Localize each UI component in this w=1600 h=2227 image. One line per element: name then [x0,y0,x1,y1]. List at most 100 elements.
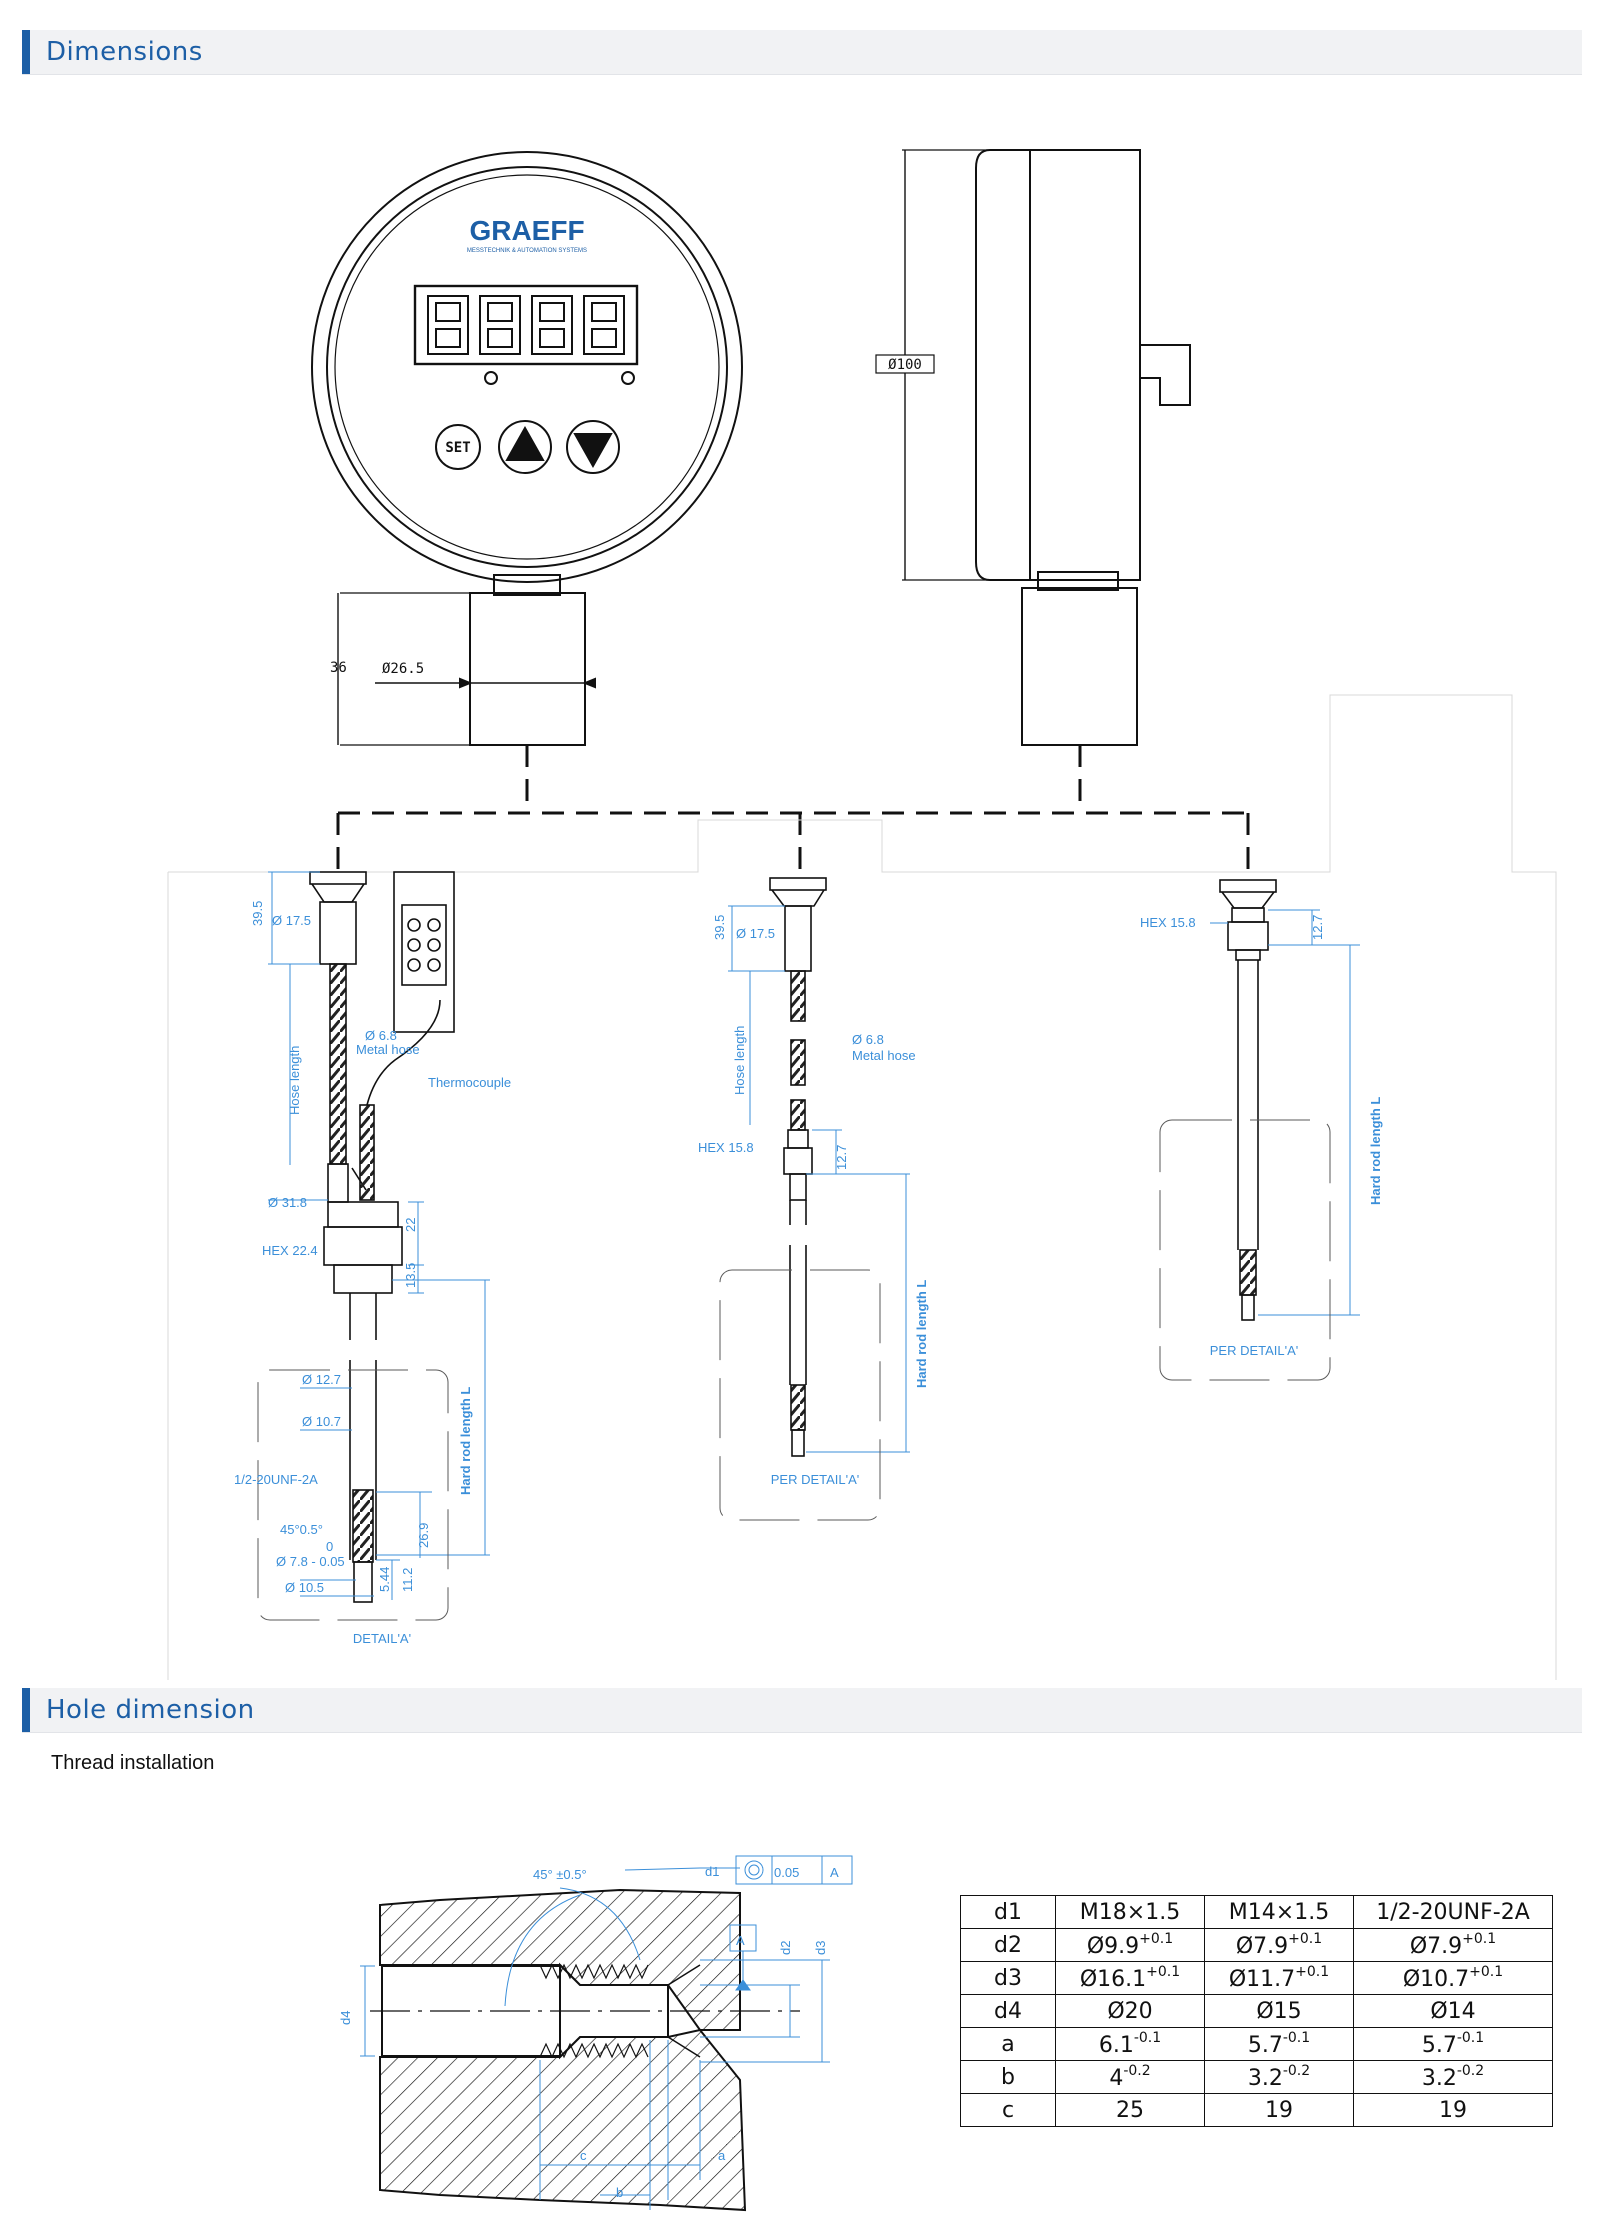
table-cell: 6.1-0.1 [1055,2027,1205,2061]
p1-dim-39-5: 39.5 [250,901,265,926]
dim-dia-100: Ø100 [888,357,922,373]
table-cell: 3.2-0.2 [1204,2060,1354,2094]
hole-c-label: c [580,2148,587,2163]
table-cell: M18×1.5 [1055,1895,1205,1929]
section-title: Hole dimension [46,1695,255,1725]
hole-datum-ref: A [830,1865,839,1880]
brand-subtitle: MESSTECHNIK & AUTOMATION SYSTEMS [467,248,587,254]
table-cell: Ø10.7+0.1 [1353,1961,1553,1995]
probe-connection-lines [336,811,1250,872]
gauge-front-view [311,151,743,805]
probe-1 [309,871,455,1603]
table-cell: 25 [1055,2093,1205,2127]
table-cell: 3.2-0.2 [1353,2060,1553,2094]
p1-dim-5-44: 5.44 [377,1567,392,1592]
p1-dia-10-7: Ø 10.7 [302,1414,341,1429]
gauge-side-view [875,149,1191,805]
p2-hose-length: Hose length [732,1026,747,1095]
p1-dim-22: 22 [403,1218,418,1232]
hole-a-label: a [718,2148,726,2163]
p2-metal-hose: Metal hose [852,1048,916,1063]
p1-zero: 0 [326,1539,333,1554]
p2-dia-17-5: Ø 17.5 [736,926,775,941]
table-row-label: d4 [960,1994,1056,2028]
hole-d2-label: d2 [778,1941,793,1955]
hole-tolerance: 0.05 [774,1865,799,1880]
table-row-label: c [960,2093,1056,2127]
set-button-label: SET [445,440,470,456]
table-cell: Ø20 [1055,1994,1205,2028]
hole-datum-a: A [736,1933,745,1948]
table-cell: 4-0.2 [1055,2060,1205,2094]
p2-detail-label: PER DETAIL'A' [771,1472,860,1487]
p1-dim-11-2: 11.2 [400,1568,415,1592]
table-cell: M14×1.5 [1204,1895,1354,1929]
section-accent [22,30,30,74]
probe-3-dimension-lines [1159,909,1360,1381]
table-cell: 19 [1204,2093,1354,2127]
hole-d1-label: d1 [705,1864,719,1879]
p1-dia-17-5: Ø 17.5 [272,913,311,928]
p1-dia-10-5: Ø 10.5 [285,1580,324,1595]
table-cell: 1/2-20UNF-2A [1353,1895,1553,1929]
table-row-label: b [960,2060,1056,2094]
p3-dim-12-7: 12.7 [1310,915,1325,940]
drawing-frame [167,694,1557,1680]
p1-dia-7-8: Ø 7.8 - 0.05 [276,1554,345,1569]
hole-dimension-lines [360,1855,853,2210]
p2-dim-39-5: 39.5 [712,915,727,940]
table-cell: 5.7-0.1 [1353,2027,1553,2061]
probe-2-dimension-lines [719,905,910,1521]
table-cell: Ø7.9+0.1 [1353,1928,1553,1962]
p1-hose-length: Hose length [287,1046,302,1115]
table-cell: Ø14 [1353,1994,1553,2028]
p2-hex-15-8: HEX 15.8 [698,1140,754,1155]
p1-hard-rod-length: Hard rod length L [458,1387,473,1495]
p1-angle: 45°0.5° [280,1522,323,1537]
table-row-label: d1 [960,1895,1056,1929]
probe-1-dimension-lines [257,871,490,1621]
probe-3 [1219,879,1277,1321]
p1-dia-12-7: Ø 12.7 [302,1372,341,1387]
section-dimensions: Dimensions [22,30,1582,75]
p1-thermocouple: Thermocouple [428,1075,511,1090]
probe-2 [769,877,827,1457]
hole-d4-label: d4 [338,2011,353,2025]
thread-installation-label: Thread installation [51,1752,215,1774]
thread-profile [539,1963,649,2059]
p1-dim-26-9: 26.9 [416,1523,431,1548]
table-row-label: d3 [960,1961,1056,1995]
table-cell: Ø7.9+0.1 [1204,1928,1354,1962]
p1-dia-6-8: Ø 6.8 [365,1028,397,1043]
dim-36: 36 [330,660,347,676]
p1-hex-22-4: HEX 22.4 [262,1243,318,1258]
dim-dia-26-5: Ø26.5 [382,661,424,677]
section-title: Dimensions [46,37,203,67]
p1-detail-label: DETAIL'A' [353,1631,411,1646]
table-cell: Ø9.9+0.1 [1055,1928,1205,1962]
table-cell: Ø11.7+0.1 [1204,1961,1354,1995]
p3-detail-label: PER DETAIL'A' [1210,1343,1299,1358]
p3-hard-rod-length: Hard rod length L [1368,1097,1383,1205]
section-accent [22,1688,30,1732]
p2-hard-rod-length: Hard rod length L [914,1280,929,1388]
p2-dia-6-8: Ø 6.8 [852,1032,884,1047]
p1-thread: 1/2-20UNF-2A [234,1472,318,1487]
p1-dim-13-5: 13.5 [403,1263,418,1288]
p3-hex-15-8: HEX 15.8 [1140,915,1196,930]
table-cell: 5.7-0.1 [1204,2027,1354,2061]
table-cell: Ø16.1+0.1 [1055,1961,1205,1995]
table-cell: Ø15 [1204,1994,1354,2028]
brand-logo: GRAEFF [469,215,584,246]
p2-dim-12-7: 12.7 [834,1145,849,1170]
hole-b-label: b [616,2185,623,2200]
p1-dia-31-8: Ø 31.8 [268,1195,307,1210]
